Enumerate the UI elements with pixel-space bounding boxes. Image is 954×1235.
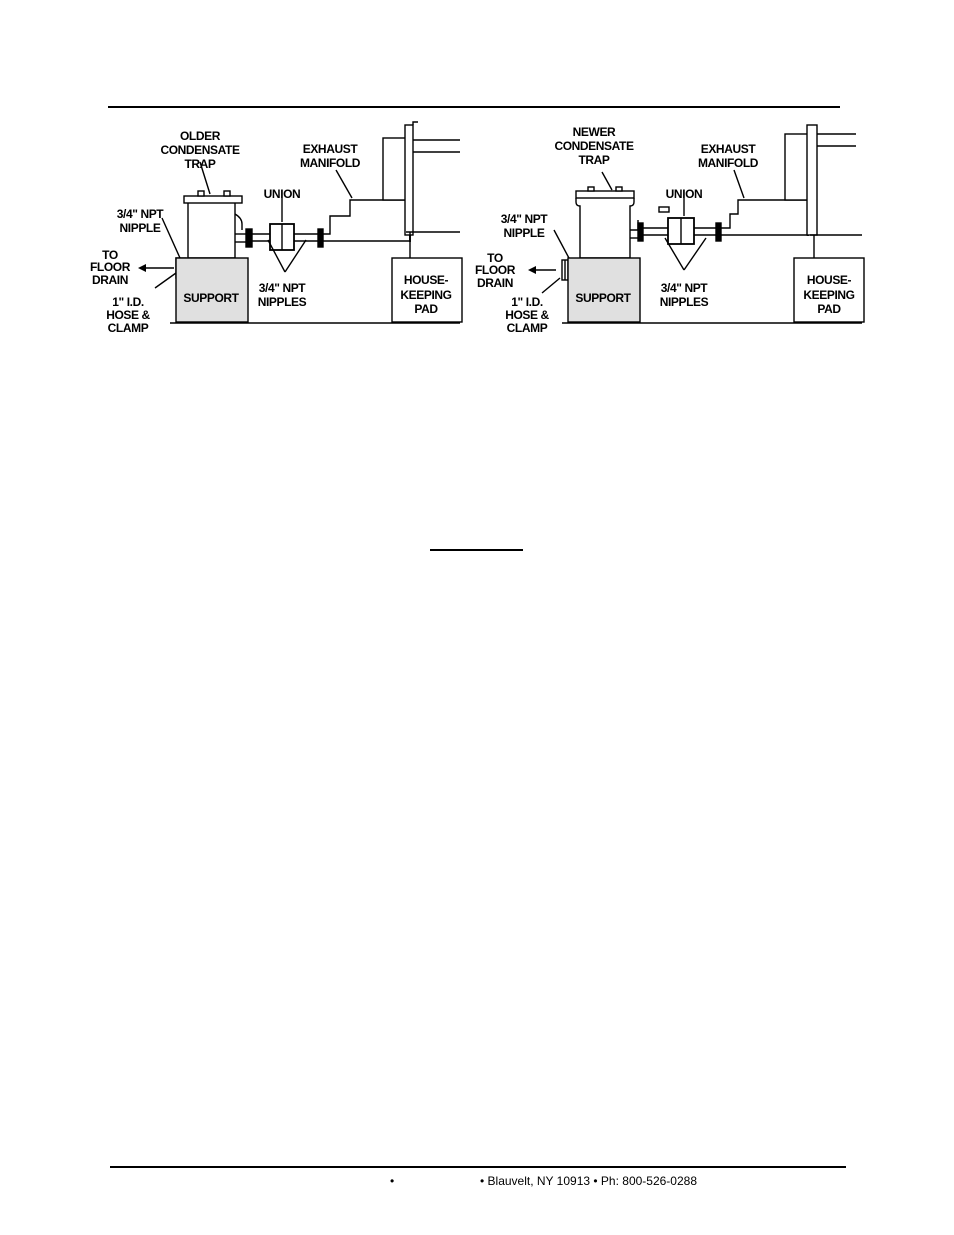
trap-label-l1: OLDER [180,129,221,143]
pad-label-l3: PAD [414,302,438,316]
header-rule [108,106,840,108]
exhaust-manifold [323,196,411,235]
manifold-label-l1: EXHAUST [701,142,757,156]
trap-top-flange [183,195,243,204]
nipple-label-l1: 3/4" NPT [117,207,165,221]
trap-label-l2: CONDENSATE [160,143,240,157]
support-label: SUPPORT [183,291,239,305]
hose-label-l1: 1" I.D. [112,295,144,309]
trap-body [575,198,635,259]
floor-drain-label-l3: DRAIN [477,276,513,290]
pad-label-l1: HOUSE- [807,273,852,287]
nipple-label-l1: 3/4" NPT [501,212,549,226]
manifold-label-l1: EXHAUST [303,142,359,156]
hose-label-l1: 1" I.D. [511,295,543,309]
floor-drain-label-l1: TO [487,251,503,265]
manifold-label-l2: MANIFOLD [698,156,759,170]
nipple-label-l2: NIPPLE [120,221,161,235]
newer-trap-diagram: NEWER CONDENSATE TRAP EXHAUST MANIFOLD U… [475,124,865,335]
trap-label-l3: TRAP [184,157,215,171]
union-label: UNION [264,187,301,201]
support-label: SUPPORT [575,291,631,305]
older-trap-diagram: OLDER CONDENSATE TRAP EXHAUST MANIFOLD U… [90,121,463,335]
floor-drain-label-l2: FLOOR [90,260,131,274]
footer-bullet: • [390,1174,395,1188]
nipples-label-l1: 3/4" NPT [661,281,709,295]
manifold-label-l2: MANIFOLD [300,156,361,170]
support-block [567,257,641,323]
trap-label-l2: CONDENSATE [554,139,634,153]
nipple-label-l2: NIPPLE [504,226,545,240]
trap-body [187,203,236,259]
support-block [175,257,249,323]
floor-drain-label-l3: DRAIN [92,273,128,287]
trap-label-l1: NEWER [573,125,616,139]
nipples-label-l2: NIPPLES [660,295,709,309]
hose-label-l2: HOSE & [106,308,150,322]
footer-address: • Blauvelt, NY 10913 • Ph: 800-526-0288 [480,1174,697,1188]
trap-label-l3: TRAP [578,153,609,167]
exhaust-manifold [721,196,809,229]
heading-underline [430,549,523,551]
union-label: UNION [666,187,703,201]
floor-drain-label-l2: FLOOR [475,263,516,277]
nipples-label-l1: 3/4" NPT [259,281,307,295]
hose-label-l3: CLAMP [507,321,548,335]
pad-label-l3: PAD [817,302,841,316]
pad-label-l1: HOUSE- [404,273,449,287]
housekeeping-pad [391,257,463,323]
nipples-label-l2: NIPPLES [258,295,307,309]
housekeeping-pad [793,257,865,323]
hose-label-l2: HOSE & [505,308,549,322]
floor-drain-label-l1: TO [102,248,118,262]
hose-label-l3: CLAMP [108,321,149,335]
trap-top-flange [575,190,635,199]
footer-rule [110,1166,846,1168]
pad-label-l2: KEEPING [400,288,451,302]
pad-label-l2: KEEPING [803,288,854,302]
